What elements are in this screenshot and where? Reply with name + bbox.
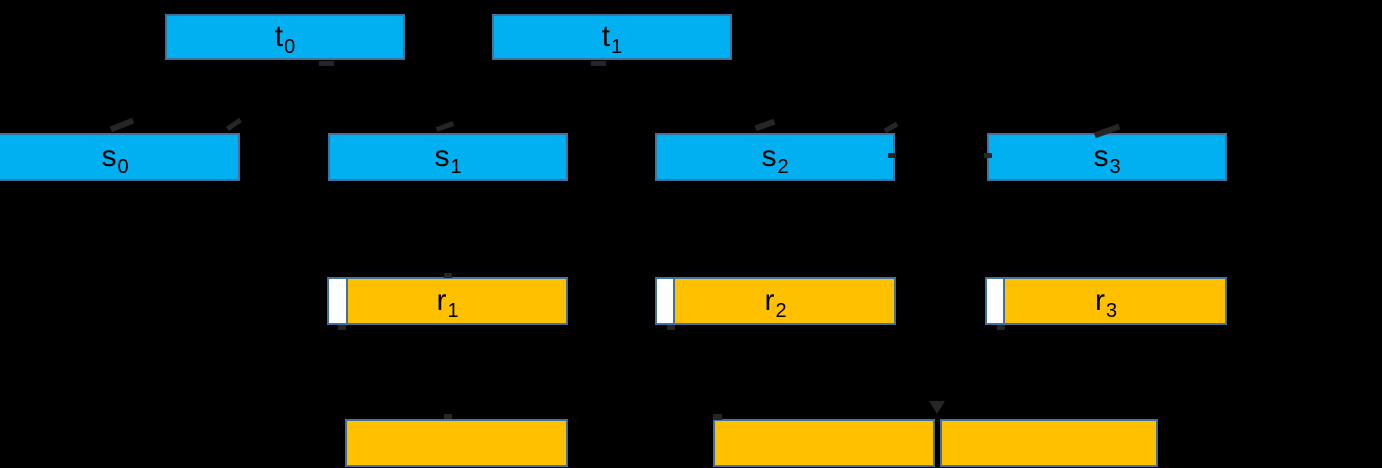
arrow-fragment [997, 325, 1005, 330]
box-r1-lead-segment [329, 279, 348, 323]
box-r3-label: r3 [1094, 284, 1118, 322]
box-r2-lead-segment [657, 279, 675, 323]
box-r1-label: r1 [436, 284, 459, 322]
box-bottom-2 [713, 419, 935, 467]
box-t0-label: t0 [274, 20, 296, 58]
box-r1: r1 [327, 277, 568, 325]
arrow-fragment [667, 325, 675, 330]
box-s0: s0 [0, 133, 240, 181]
arrow-fragment [444, 273, 452, 278]
box-r3: r3 [985, 277, 1227, 325]
arrow-fragment [444, 414, 452, 419]
arrow-fragment [984, 153, 992, 158]
box-r2: r2 [655, 277, 896, 325]
arrow-fragment [888, 153, 896, 158]
box-s2: s2 [655, 133, 895, 181]
box-t1: t1 [492, 14, 732, 60]
box-s0-label: s0 [101, 140, 129, 178]
box-r2-label: r2 [764, 284, 787, 322]
box-s2-label: s2 [761, 140, 789, 178]
arrow-fragment [929, 401, 945, 414]
arrow-fragment [713, 414, 722, 420]
box-t0: t0 [165, 14, 405, 60]
box-t1-label: t1 [601, 20, 623, 58]
box-s1-label: s1 [434, 140, 462, 178]
box-s1: s1 [328, 133, 568, 181]
arrow-fragment [109, 117, 135, 133]
box-s3-label: s3 [1093, 140, 1121, 178]
box-bottom-1 [345, 419, 568, 467]
box-bottom-3 [940, 419, 1158, 467]
arrow-fragment [591, 61, 606, 66]
box-r3-lead-segment [987, 279, 1005, 323]
arrow-fragment [435, 121, 455, 132]
arrow-fragment [319, 61, 334, 66]
arrow-fragment [338, 325, 346, 330]
box-s3: s3 [987, 133, 1227, 181]
arrow-fragment [754, 118, 776, 132]
arrow-fragment [226, 117, 242, 132]
arrow-fragment [883, 121, 899, 134]
